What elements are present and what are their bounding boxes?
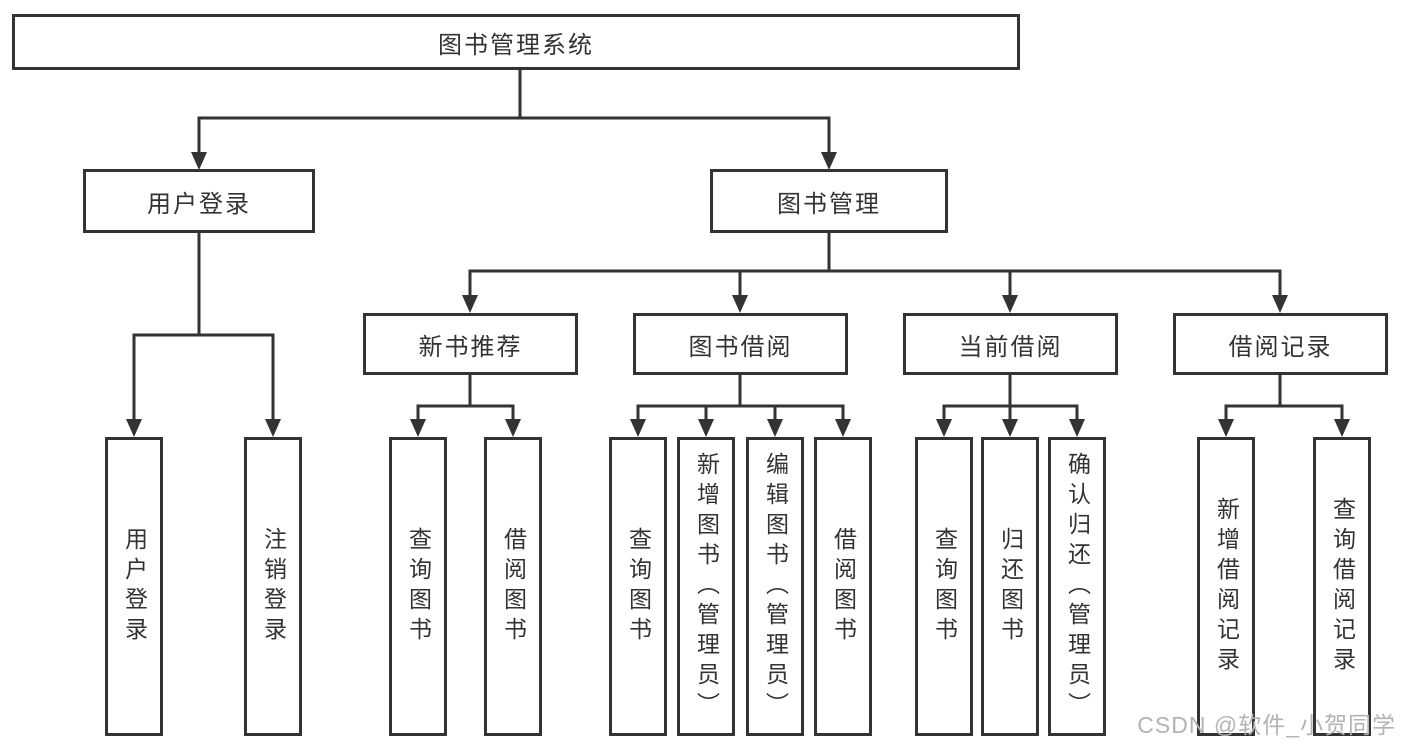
node-library-management-system: 图书管理系统	[12, 14, 1020, 70]
node-current-borrowing: 当前借阅	[903, 313, 1118, 375]
leaf-add-borrow-record: 新增借阅记录	[1197, 437, 1255, 736]
node-borrowing-records: 借阅记录	[1173, 313, 1388, 375]
leaf-borrow-books-borrowing: 借阅图书	[814, 437, 872, 736]
leaf-query-books-borrowing: 查询图书	[609, 437, 667, 736]
node-book-management: 图书管理	[710, 169, 948, 233]
leaf-query-borrow-record: 查询借阅记录	[1313, 437, 1371, 736]
node-book-borrowing: 图书借阅	[633, 313, 848, 375]
leaf-borrow-books-recommendation: 借阅图书	[484, 437, 542, 736]
leaf-query-books-current: 查询图书	[915, 437, 973, 736]
leaf-query-books-recommendation: 查询图书	[389, 437, 447, 736]
leaf-return-books: 归还图书	[981, 437, 1039, 736]
leaf-logout: 注销登录	[244, 437, 302, 736]
leaf-edit-book-admin: 编辑图书（管理员）	[746, 437, 804, 736]
leaf-add-book-admin: 新增图书（管理员）	[677, 437, 735, 736]
node-user-login: 用户登录	[83, 169, 315, 233]
leaf-confirm-return-admin: 确认归还（管理员）	[1048, 437, 1106, 736]
leaf-user-login: 用户登录	[105, 437, 163, 736]
node-new-book-recommendation: 新书推荐	[363, 313, 578, 375]
csdn-watermark: CSDN @软件_小贺同学	[1137, 712, 1396, 738]
